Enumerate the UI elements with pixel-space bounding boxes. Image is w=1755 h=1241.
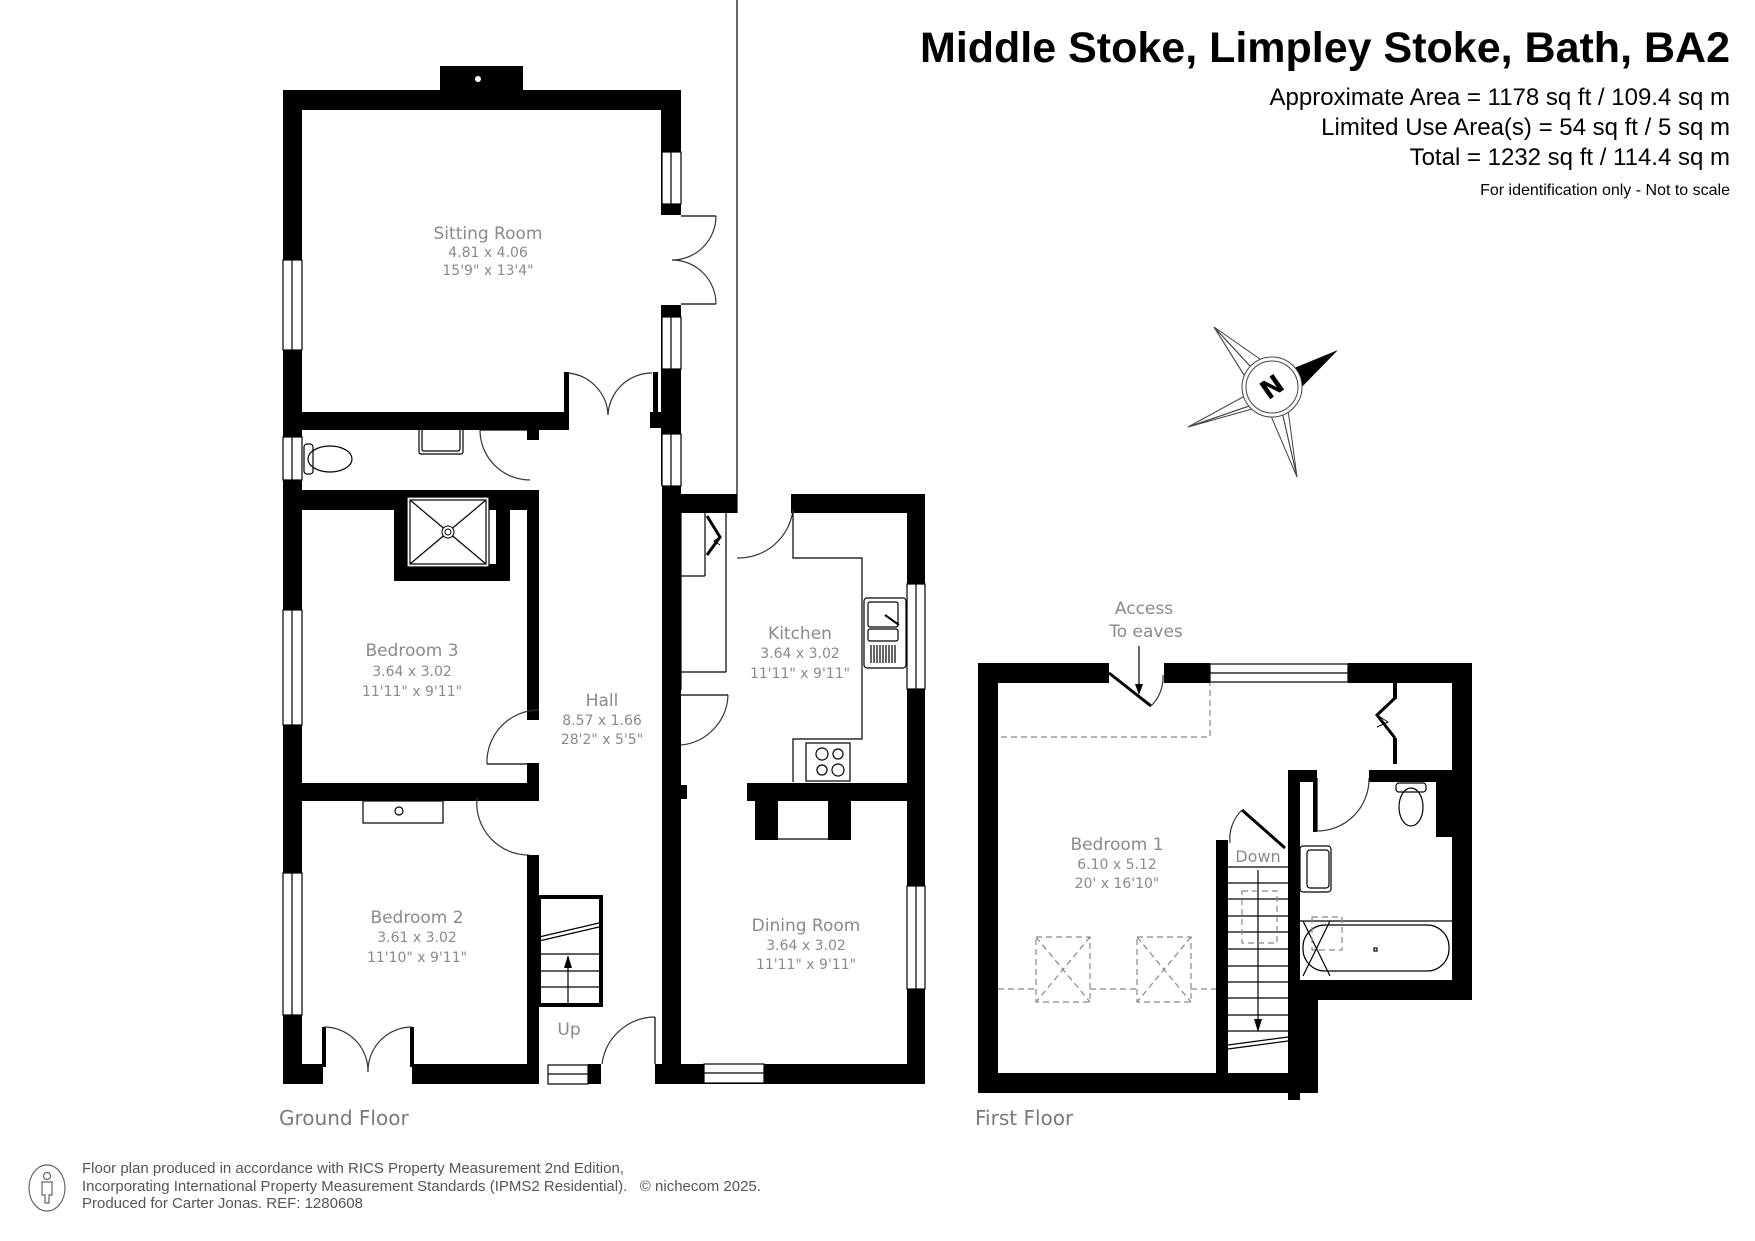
room-name-dining-room: Dining Room: [752, 916, 861, 936]
room-metric-bedroom-1: 6.10 x 5.12: [1077, 857, 1157, 873]
room-name-hall: Hall: [586, 691, 619, 711]
ground-floor-label: Ground Floor: [279, 1106, 409, 1130]
room-name-sitting-room: Sitting Room: [434, 224, 543, 244]
person-outline-icon: [28, 1164, 66, 1212]
footer-line-2: Incorporating International Property Mea…: [82, 1178, 761, 1196]
room-name-bedroom-3: Bedroom 3: [365, 641, 458, 661]
first-floor-label: First Floor: [975, 1106, 1074, 1130]
room-name-bedroom-2: Bedroom 2: [370, 908, 463, 928]
room-imperial-bedroom-1: 20' x 16'10": [1075, 876, 1160, 892]
first-floor-plan: [978, 646, 1472, 1100]
room-imperial-dining-room: 11'11" x 9'11": [756, 957, 856, 973]
room-metric-kitchen: 3.64 x 3.02: [760, 646, 840, 662]
ground-floor-plan: [282, 0, 926, 1085]
room-metric-bedroom-3: 3.64 x 3.02: [372, 664, 452, 680]
copyright-notice: © nichecom 2025.: [639, 1177, 761, 1195]
footer-line-2-text: Incorporating International Property Mea…: [82, 1177, 628, 1195]
stairs-up-label: Up: [557, 1020, 580, 1040]
stairs-down-label: Down: [1235, 847, 1280, 866]
room-metric-sitting-room: 4.81 x 4.06: [448, 245, 528, 261]
eaves-access-label-1: Access: [1115, 599, 1173, 619]
footer-line-1: Floor plan produced in accordance with R…: [82, 1160, 624, 1177]
room-imperial-sitting-room: 15'9" x 13'4": [442, 263, 533, 279]
approximate-area: Approximate Area = 1178 sq ft / 109.4 sq…: [1269, 84, 1731, 111]
north-arrow-icon: N: [1187, 326, 1338, 478]
room-name-kitchen: Kitchen: [768, 624, 832, 644]
room-metric-bedroom-2: 3.61 x 3.02: [377, 930, 457, 946]
room-imperial-bedroom-2: 11'10" x 9'11": [367, 950, 467, 966]
room-imperial-hall: 28'2" x 5'5": [561, 732, 643, 748]
scale-disclaimer: For identification only - Not to scale: [1480, 182, 1730, 199]
room-metric-dining-room: 3.64 x 3.02: [766, 938, 846, 954]
footer-line-3: Produced for Carter Jonas. REF: 1280608: [82, 1195, 363, 1212]
total-area: Total = 1232 sq ft / 114.4 sq m: [1409, 144, 1730, 171]
limited-use-area: Limited Use Area(s) = 54 sq ft / 5 sq m: [1321, 114, 1730, 141]
property-title: Middle Stoke, Limpley Stoke, Bath, BA2: [920, 24, 1730, 72]
eaves-access-label-2: To eaves: [1108, 622, 1183, 642]
room-imperial-kitchen: 11'11" x 9'11": [750, 666, 850, 682]
room-imperial-bedroom-3: 11'11" x 9'11": [362, 684, 462, 700]
footer-credits: Floor plan produced in accordance with R…: [82, 1160, 761, 1213]
room-metric-hall: 8.57 x 1.66: [562, 713, 642, 729]
room-name-bedroom-1: Bedroom 1: [1070, 835, 1163, 855]
